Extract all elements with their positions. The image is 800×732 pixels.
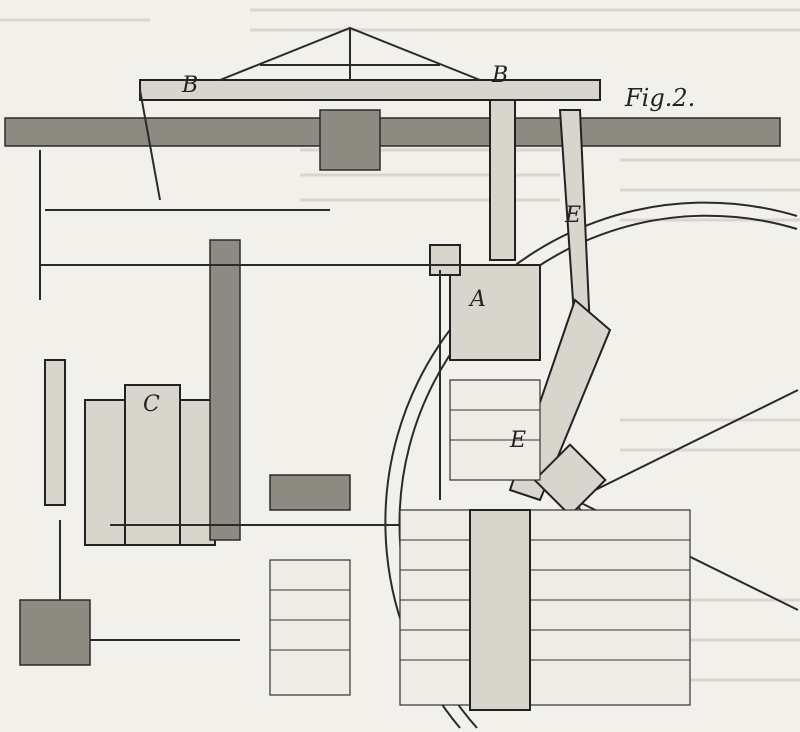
pipework [19,89,460,666]
condenser-tank [84,239,241,546]
label-beam-left: B [181,73,198,98]
cylinder [429,244,541,500]
label-connecting-rod-lower: E [509,428,526,453]
label-beam-right: B [491,63,508,88]
label-connecting-rod-upper: E [564,203,581,228]
label-cylinder: A [468,287,486,312]
figure-caption: Fig.2. [624,84,695,112]
wooden-beam [4,117,781,147]
brickwork [269,379,691,711]
bleed-through-text [0,8,800,682]
label-condenser: C [143,392,160,417]
